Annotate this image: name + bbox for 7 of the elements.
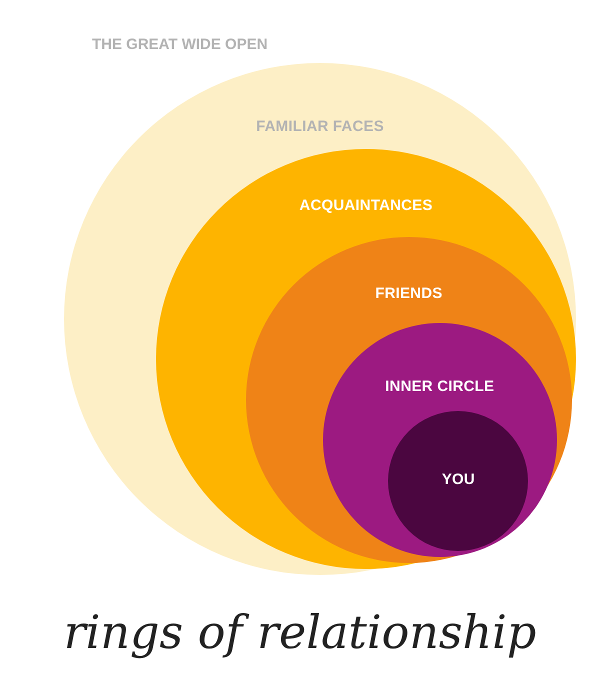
ring-label: INNER CIRCLE: [384, 378, 496, 395]
ring-label: FAMILIAR FACES: [255, 118, 385, 135]
ring-label: YOU: [440, 471, 476, 488]
ring-label: ACQUAINTANCES: [298, 197, 434, 214]
caption: rings of relationship: [64, 605, 536, 659]
ring-label: FRIENDS: [374, 285, 444, 302]
area-label: THE GREAT WIDE OPEN: [92, 36, 268, 53]
